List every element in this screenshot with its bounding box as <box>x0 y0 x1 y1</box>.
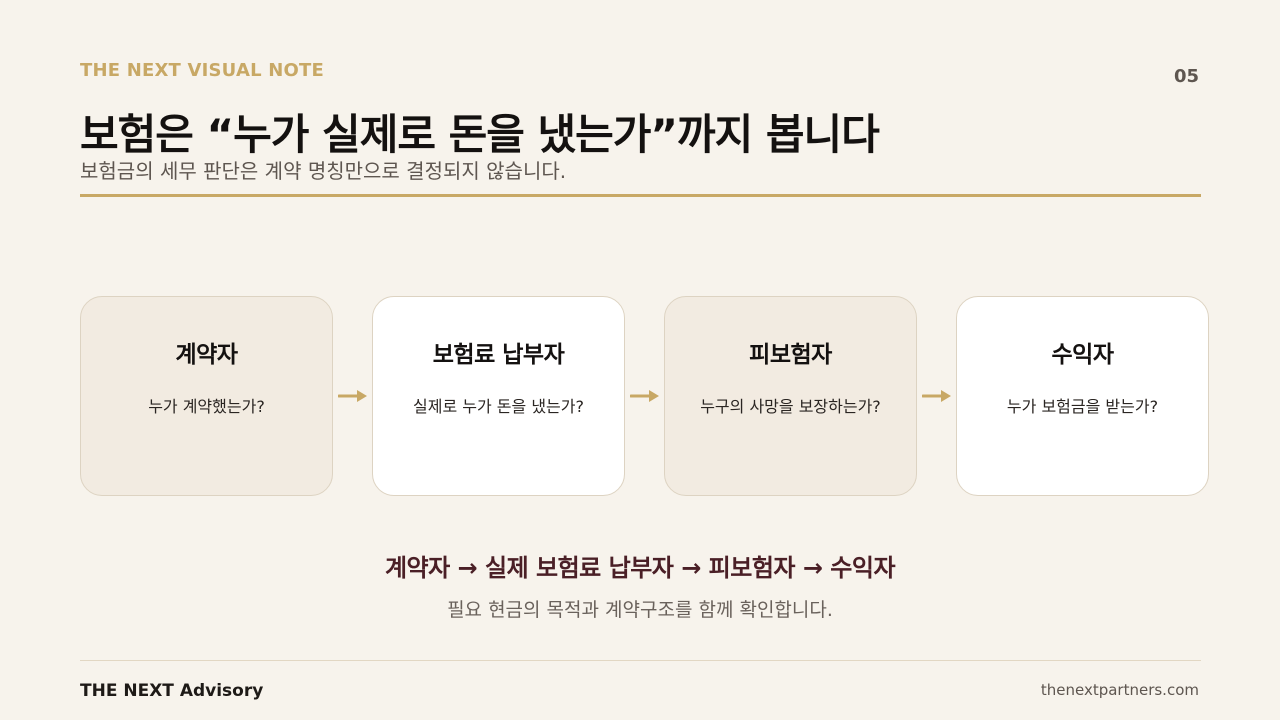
role-card-question: 실제로 누가 돈을 냈는가? <box>413 397 584 416</box>
page-subtitle: 보험금의 세무 판단은 계약 명칭만으로 결정되지 않습니다. <box>80 159 567 183</box>
footer-brand: THE NEXT Advisory <box>80 681 264 701</box>
title-divider <box>80 194 1201 197</box>
page-number: 05 <box>1173 66 1199 87</box>
summary-note: 필요 현금의 목적과 계약구조를 함께 확인합니다. <box>447 599 833 621</box>
footer-url: thenextpartners.com <box>1040 681 1199 699</box>
role-card-policyholder: 계약자 누가 계약했는가? <box>80 296 333 496</box>
role-card-title: 계약자 <box>175 342 238 368</box>
summary-chain: 계약자 → 실제 보험료 납부자 → 피보험자 → 수익자 <box>384 554 896 582</box>
arrow-right-icon <box>917 389 956 403</box>
role-card-question: 누가 보험금을 받는가? <box>1006 397 1159 416</box>
role-card-question: 누가 계약했는가? <box>148 397 265 416</box>
role-card-title: 수익자 <box>1051 342 1114 368</box>
arrow-right-icon <box>333 389 372 403</box>
footer-divider <box>80 660 1201 661</box>
arrow-right-icon <box>625 389 664 403</box>
brand-label: THE NEXT VISUAL NOTE <box>80 60 324 81</box>
role-card-title: 보험료 납부자 <box>432 342 565 368</box>
role-card-insured: 피보험자 누구의 사망을 보장하는가? <box>664 296 917 496</box>
role-card-beneficiary: 수익자 누가 보험금을 받는가? <box>956 296 1209 496</box>
role-card-premium-payer: 보험료 납부자 실제로 누가 돈을 냈는가? <box>372 296 625 496</box>
insurance-role-flow: 계약자 누가 계약했는가? 보험료 납부자 실제로 누가 돈을 냈는가? 피보험… <box>80 296 1209 496</box>
role-card-question: 누구의 사망을 보장하는가? <box>700 397 881 416</box>
page-title: 보험은 “누가 실제로 돈을 냈는가”까지 봅니다 <box>80 110 880 159</box>
role-card-title: 피보험자 <box>749 342 832 368</box>
